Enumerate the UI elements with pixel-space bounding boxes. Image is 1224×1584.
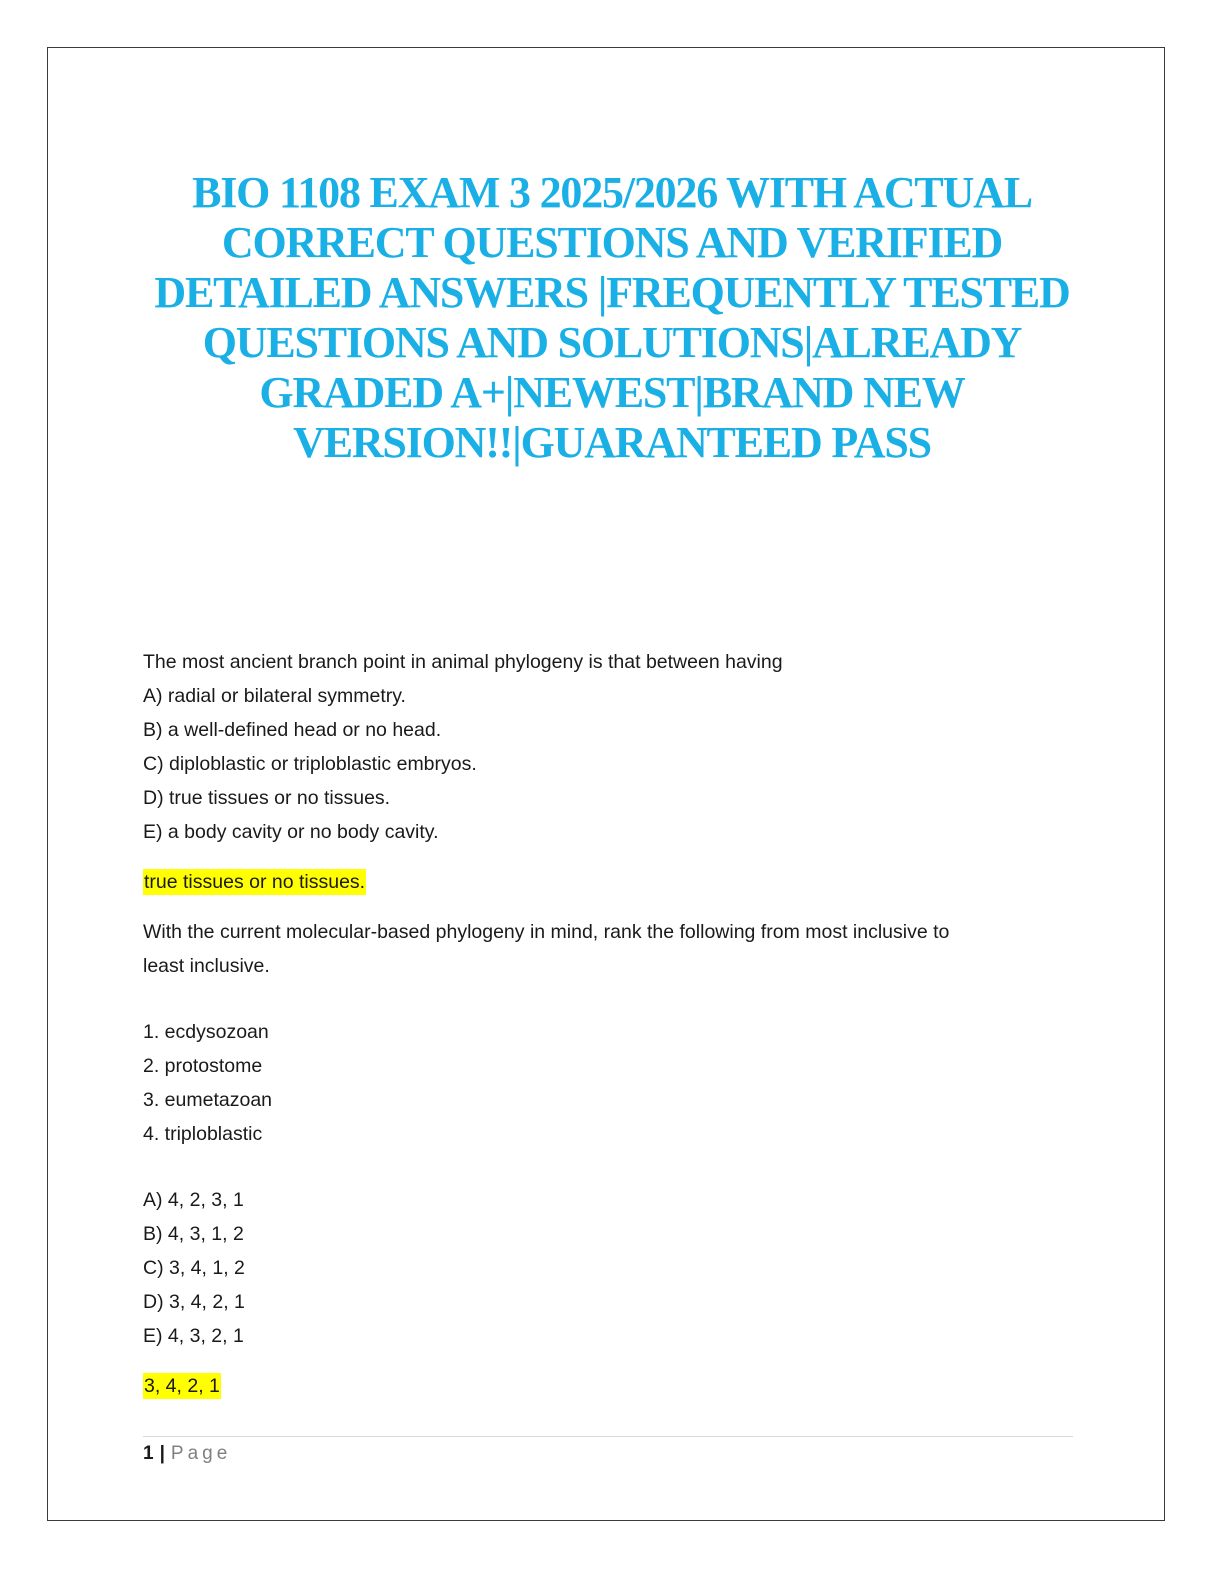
question-2-prompt-line-2: least inclusive.: [143, 955, 270, 977]
question-2-answer: 3, 4, 2, 1: [143, 1373, 221, 1399]
question-1-option-e: E) a body cavity or no body cavity.: [143, 821, 439, 843]
question-2-item-4: 4. triploblastic: [143, 1123, 263, 1145]
question-1-prompt: The most ancient branch point in animal …: [143, 651, 783, 673]
question-2-answer-row: 3, 4, 2, 1: [143, 1369, 1083, 1403]
question-2-option-a: A) 4, 2, 3, 1: [143, 1189, 244, 1211]
footer-divider: [143, 1436, 1073, 1437]
question-2-option-b: B) 4, 3, 1, 2: [143, 1223, 244, 1245]
question-1-answer-row: true tissues or no tissues.: [143, 865, 1083, 899]
document-title: BIO 1108 EXAM 3 2025/2026 WITH ACTUAL CO…: [154, 168, 1070, 467]
document-body: The most ancient branch point in animal …: [143, 645, 1083, 1403]
page-label: Page: [170, 1443, 232, 1464]
question-2-item-1: 1. ecdysozoan: [143, 1021, 269, 1043]
question-2-item-2: 2. protostome: [143, 1055, 263, 1077]
page-number: 1: [143, 1443, 154, 1464]
page-border: [47, 47, 1165, 1521]
question-2-option-d: D) 3, 4, 2, 1: [143, 1291, 245, 1313]
question-1-answer: true tissues or no tissues.: [143, 869, 367, 895]
page-footer: 1|Page: [143, 1441, 231, 1467]
question-2-option-c: C) 3, 4, 1, 2: [143, 1257, 245, 1279]
question-1-option-b: B) a well-defined head or no head.: [143, 719, 442, 741]
question-1-option-d: D) true tissues or no tissues.: [143, 787, 391, 809]
question-1-option-c: C) diploblastic or triploblastic embryos…: [143, 753, 477, 775]
question-1-option-a: A) radial or bilateral symmetry.: [143, 685, 406, 707]
question-2-prompt-line-1: With the current molecular-based phyloge…: [143, 921, 950, 943]
question-2-option-e: E) 4, 3, 2, 1: [143, 1325, 244, 1347]
footer-separator: |: [159, 1443, 165, 1464]
question-2-item-3: 3. eumetazoan: [143, 1089, 273, 1111]
